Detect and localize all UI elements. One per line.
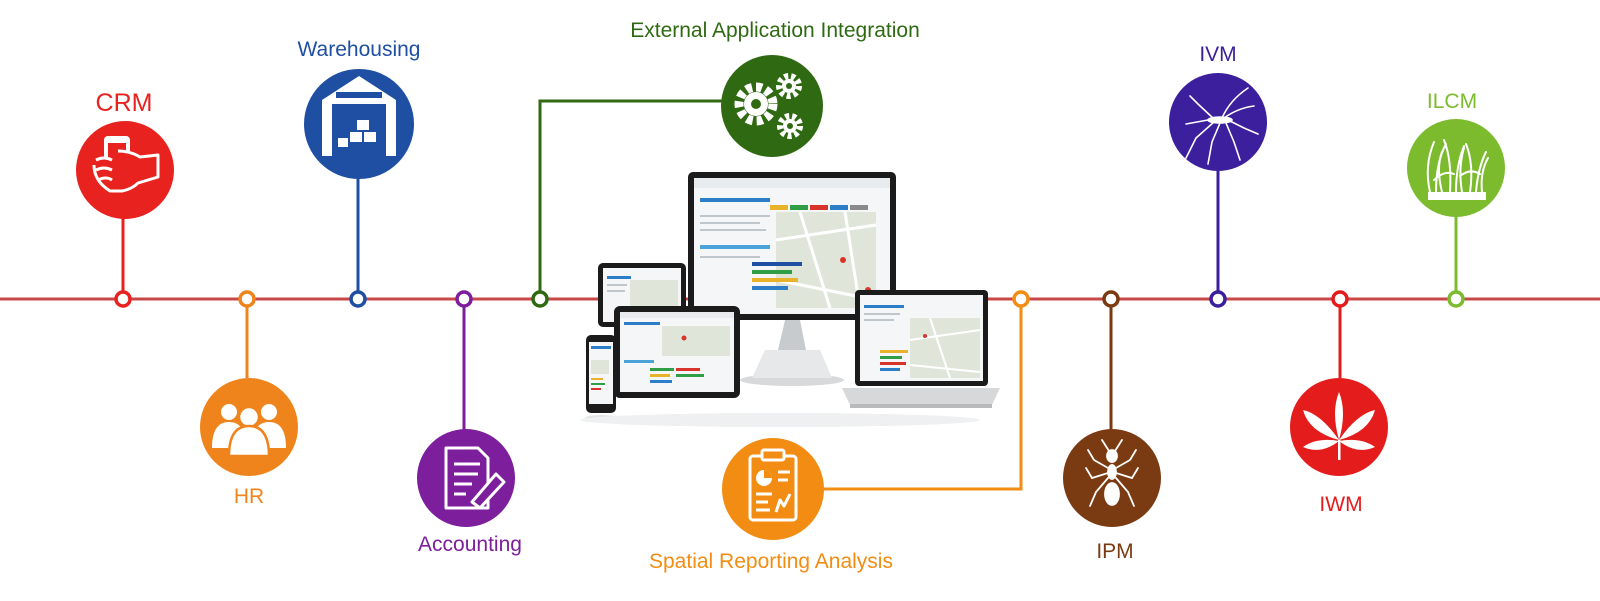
spatial-circle: [722, 438, 824, 540]
warehousing-label: Warehousing: [298, 38, 421, 61]
gears-icon: [734, 73, 803, 139]
ivm-label: IVM: [1199, 43, 1236, 66]
iwm-label: IWM: [1319, 493, 1362, 516]
hr-label: HR: [234, 485, 264, 508]
node-iwm[interactable]: IWM: [1290, 290, 1388, 516]
node-spatial[interactable]: Spatial Reporting Analysis: [649, 290, 1030, 573]
node-external[interactable]: External Application Integration: [531, 19, 920, 308]
node-accounting[interactable]: Accounting: [417, 290, 522, 556]
hand-phone-icon: [92, 136, 160, 193]
node-ilcm[interactable]: ILCM: [1407, 90, 1505, 308]
ilcm-label: ILCM: [1427, 90, 1477, 113]
warehouse-icon: [322, 76, 396, 156]
crm-label: CRM: [96, 89, 153, 117]
devices-icon: [580, 172, 1000, 427]
accounting-circle: [417, 429, 515, 527]
mosquito-icon: [1185, 87, 1259, 165]
ant-icon: [1085, 439, 1139, 507]
people-group-icon: [212, 404, 286, 458]
node-warehousing[interactable]: Warehousing: [298, 38, 421, 308]
node-ipm[interactable]: IPM: [1063, 290, 1161, 563]
node-ivm[interactable]: IVM: [1169, 43, 1267, 308]
grass-icon: [1426, 139, 1489, 200]
document-pen-icon: [444, 446, 506, 510]
cannabis-leaf-icon: [1303, 392, 1375, 460]
node-hr[interactable]: HR: [200, 290, 298, 508]
ilcm-circle: [1407, 119, 1505, 217]
accounting-label: Accounting: [418, 533, 522, 556]
external-label: External Application Integration: [630, 19, 920, 42]
node-crm[interactable]: CRM: [76, 89, 174, 308]
clipboard-chart-icon: [748, 448, 798, 522]
ipm-label: IPM: [1096, 540, 1133, 563]
spatial-label: Spatial Reporting Analysis: [649, 550, 893, 573]
